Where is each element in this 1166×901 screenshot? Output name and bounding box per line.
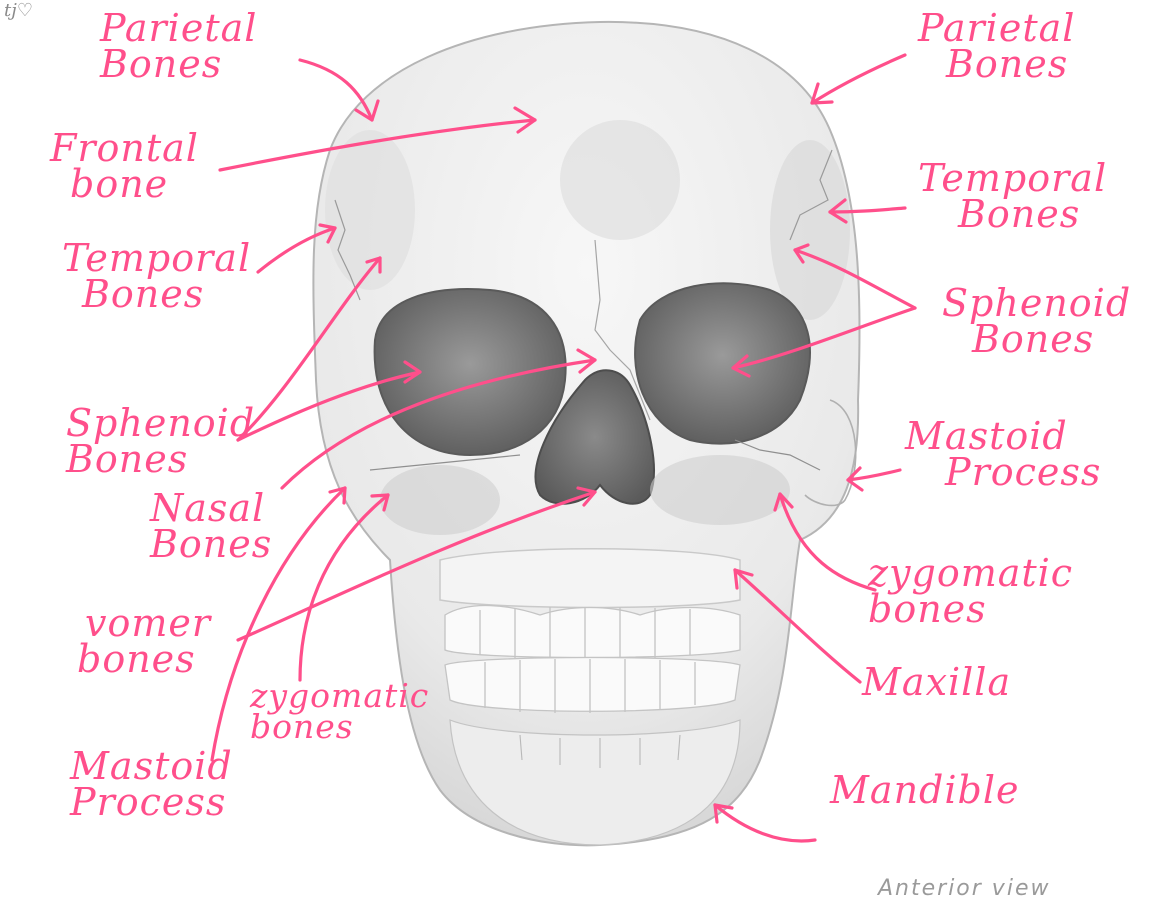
arrow-temporal-right [828,206,907,214]
arrow-mastoid-left [210,486,347,762]
arrow-temporal-left [256,226,337,274]
label-vomer: vomer bones [77,601,212,682]
label-frontal: Frontal bone [50,126,199,207]
label-zygomatic-left: zygomatic bones [250,676,430,747]
mandible-lines [519,734,681,768]
lower-teeth [444,656,741,713]
author-initials: tj♡ [4,0,33,21]
upper-teeth [444,604,741,660]
right-mastoid [804,399,857,507]
left-cheek-shade [380,465,500,535]
zygomatic-line-left [369,454,521,471]
label-sphenoid-right: Sphenoid Bones [942,281,1132,362]
right-temple-shade [770,140,850,320]
label-mandible: Mandible [830,768,1020,812]
left-suture [334,199,361,301]
arrow-zygomatic-left [298,493,390,682]
nasal-suture [594,239,651,421]
arrow-zygomatic-right [778,492,877,592]
label-nasal: Nasal Bones [150,486,273,567]
label-parietal-right: Parietal Bones [918,6,1076,87]
label-zygomatic-right: zygomatic bones [868,551,1074,632]
arrow-sphenoid-right-a [793,248,917,310]
label-arrows [210,53,917,843]
left-orbit [373,288,567,457]
label-mastoid-left: Mastoid Process [70,744,233,825]
arrow-parietal-left [298,58,374,122]
label-parietal-left: Parietal Bones [100,6,258,87]
maxilla-region [439,548,741,609]
arrow-sphenoid-left-a [236,256,382,442]
label-mastoid-right: Mastoid Process [905,414,1102,495]
arrow-sphenoid-right-b [731,306,917,370]
arrow-mandible [713,803,817,843]
view-caption: Anterior view [878,876,1051,901]
arrow-frontal [218,118,537,172]
right-cheek-shade [650,455,790,525]
label-temporal-right: Temporal Bones [918,156,1108,237]
arrow-mastoid-right [846,468,902,482]
arrow-vomer [236,490,597,642]
arrow-nasal [280,358,597,490]
forehead-shade [560,120,680,240]
mandible-region [449,719,741,846]
arrow-parietal-right [810,53,907,105]
nasal-cavity [534,369,655,505]
arrow-sphenoid-left-b [236,370,422,442]
arrow-maxilla [733,568,862,684]
label-sphenoid-left: Sphenoid Bones [66,401,256,482]
label-temporal-left: Temporal Bones [62,236,252,317]
right-orbit [634,282,811,445]
label-maxilla: Maxilla [862,660,1012,704]
right-suture [789,149,833,241]
left-temple-shade [325,130,415,290]
zygomatic-line-right [734,439,821,471]
